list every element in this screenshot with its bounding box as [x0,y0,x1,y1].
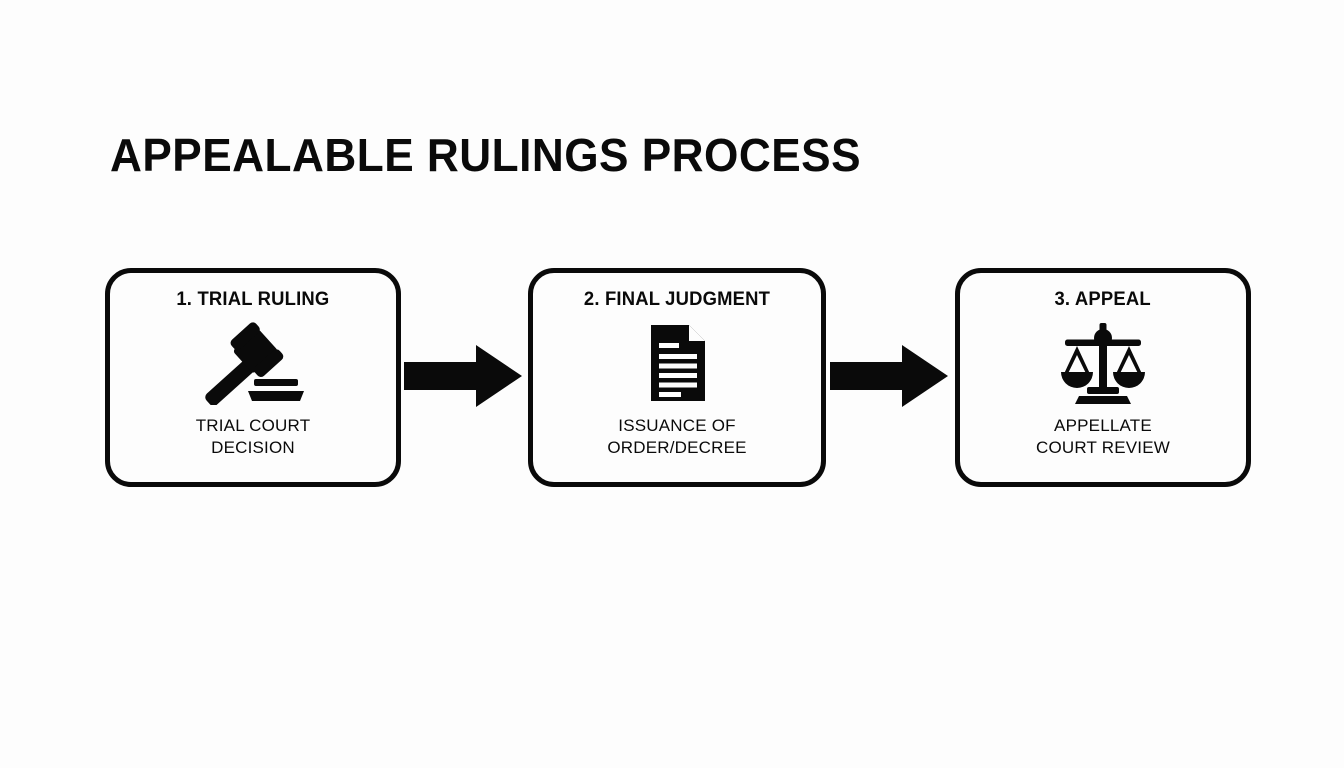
caption-line: DECISION [211,438,295,458]
arrow-right-icon [404,345,522,407]
caption-line: APPELLATE [1054,416,1152,435]
page-title: APPEALABLE RULINGS PROCESS [110,129,862,181]
caption-line: ISSUANCE OF [618,416,736,435]
step-card-trial-ruling[interactable]: 1. TRIAL RULING [105,268,401,487]
caption-line: COURT REVIEW [1035,438,1170,458]
scales-of-justice-icon [1051,321,1155,405]
step-caption: ISSUANCE OF ORDER/DECREE [607,415,746,460]
gavel-icon [194,321,312,405]
step-card-appeal[interactable]: 3. APPEAL [955,268,1251,487]
step-card-final-judgment[interactable]: 2. FINAL JUDGMENT ISSUANCE OF ORD [528,268,826,487]
step-caption: TRIAL COURT DECISION [196,415,311,460]
caption-line: TRIAL COURT [195,416,311,435]
step-caption: APPELLATE COURT REVIEW [1036,415,1170,460]
step-header: 2. FINAL JUDGMENT [583,289,771,310]
arrow-right-icon [830,345,948,407]
caption-line: ORDER/DECREE [607,438,747,458]
step-header: 3. APPEAL [1054,289,1152,310]
document-icon [637,321,717,405]
step-header: 1. TRIAL RULING [176,289,330,310]
